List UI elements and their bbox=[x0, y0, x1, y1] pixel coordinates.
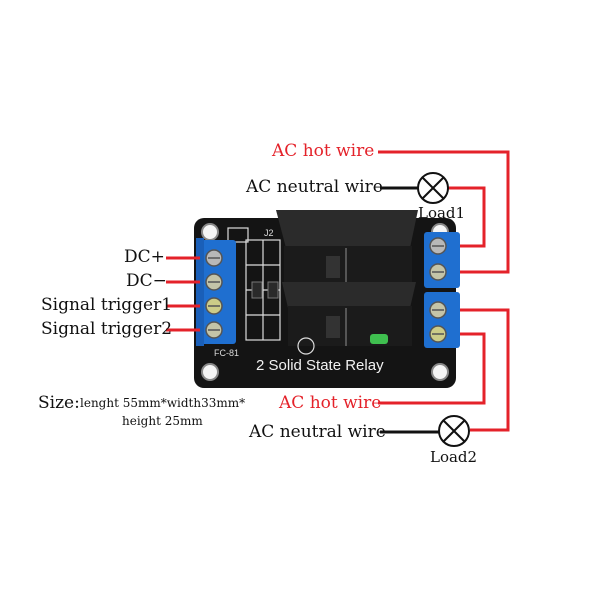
load2-circuit bbox=[378, 308, 510, 434]
input-terminal-screws bbox=[205, 249, 223, 339]
label-ac-neutral-wire-top: AC neutral wire bbox=[246, 177, 383, 197]
relay-2 bbox=[282, 282, 416, 346]
input-terminal-block bbox=[200, 240, 236, 344]
load1-circuit bbox=[378, 150, 510, 274]
mount-hole bbox=[201, 363, 219, 381]
label-ac-hot-wire-top: AC hot wire bbox=[272, 141, 375, 161]
board-header-mark: J2 bbox=[264, 228, 274, 238]
size-line1: lenght 55mm*width33mm* bbox=[80, 396, 246, 410]
output-terminal-screws bbox=[429, 237, 447, 343]
transistor bbox=[267, 281, 279, 299]
board-logo bbox=[297, 337, 315, 355]
label-ac-hot-wire-bottom: AC hot wire bbox=[279, 393, 382, 413]
size-line2: height 25mm bbox=[122, 414, 203, 428]
fuse bbox=[370, 334, 388, 344]
mount-hole bbox=[431, 363, 449, 381]
load1-lamp-icon bbox=[417, 172, 449, 204]
label-signal-trigger1: Signal trigger1 bbox=[41, 295, 173, 315]
mount-hole bbox=[201, 223, 219, 241]
board-title: 2 Solid State Relay bbox=[256, 357, 384, 374]
transistor bbox=[251, 281, 263, 299]
load2-lamp-icon bbox=[438, 415, 470, 447]
label-ac-neutral-wire-bottom: AC neutral wire bbox=[249, 422, 386, 442]
label-load1: Load1 bbox=[418, 204, 466, 222]
size-label: Size: bbox=[38, 393, 80, 413]
relay-1 bbox=[276, 210, 418, 286]
board-model: FC-81 bbox=[214, 348, 239, 358]
input-wires bbox=[166, 256, 200, 332]
label-signal-trigger2: Signal trigger2 bbox=[41, 319, 173, 339]
label-load2: Load2 bbox=[430, 448, 478, 466]
label-dc-plus: DC+ bbox=[124, 247, 165, 267]
label-dc-minus: DC− bbox=[126, 271, 167, 291]
